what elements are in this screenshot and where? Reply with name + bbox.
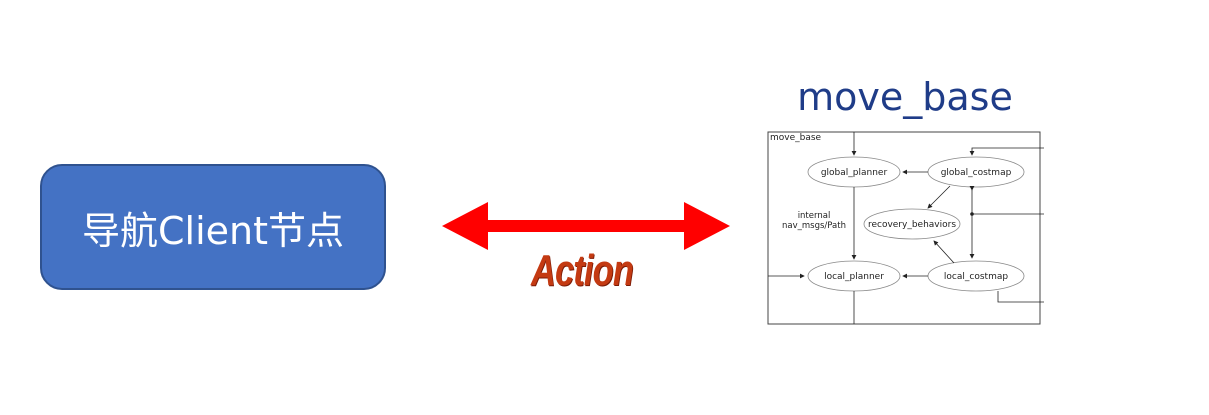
node-recovery-behaviors — [863, 208, 961, 240]
node-recovery-behaviors-label: recovery_behaviors — [868, 220, 956, 230]
client-node: 导航Client节点 — [40, 164, 386, 290]
move-base-diagram: move_base global_planner global_costmap … — [767, 131, 1044, 325]
edge-label-line2: nav_msgs/Path — [782, 221, 846, 231]
node-global-planner-label: global_planner — [821, 168, 888, 178]
client-node-label: 导航Client节点 — [81, 208, 344, 253]
node-local-planner-label: local_planner — [824, 272, 884, 282]
frame-label: move_base — [770, 133, 822, 143]
node-local-costmap-label: local_costmap — [944, 272, 1008, 282]
action-label: Action — [530, 246, 634, 295]
action-double-arrow — [442, 202, 730, 250]
diagram-edges — [768, 132, 1044, 324]
move-base-title: move_base — [797, 75, 1013, 119]
edge-label-line1: internal — [798, 211, 831, 221]
node-global-costmap-label: global_costmap — [941, 168, 1012, 178]
junction-dot — [970, 212, 974, 216]
action-arrow-shape — [442, 202, 730, 250]
